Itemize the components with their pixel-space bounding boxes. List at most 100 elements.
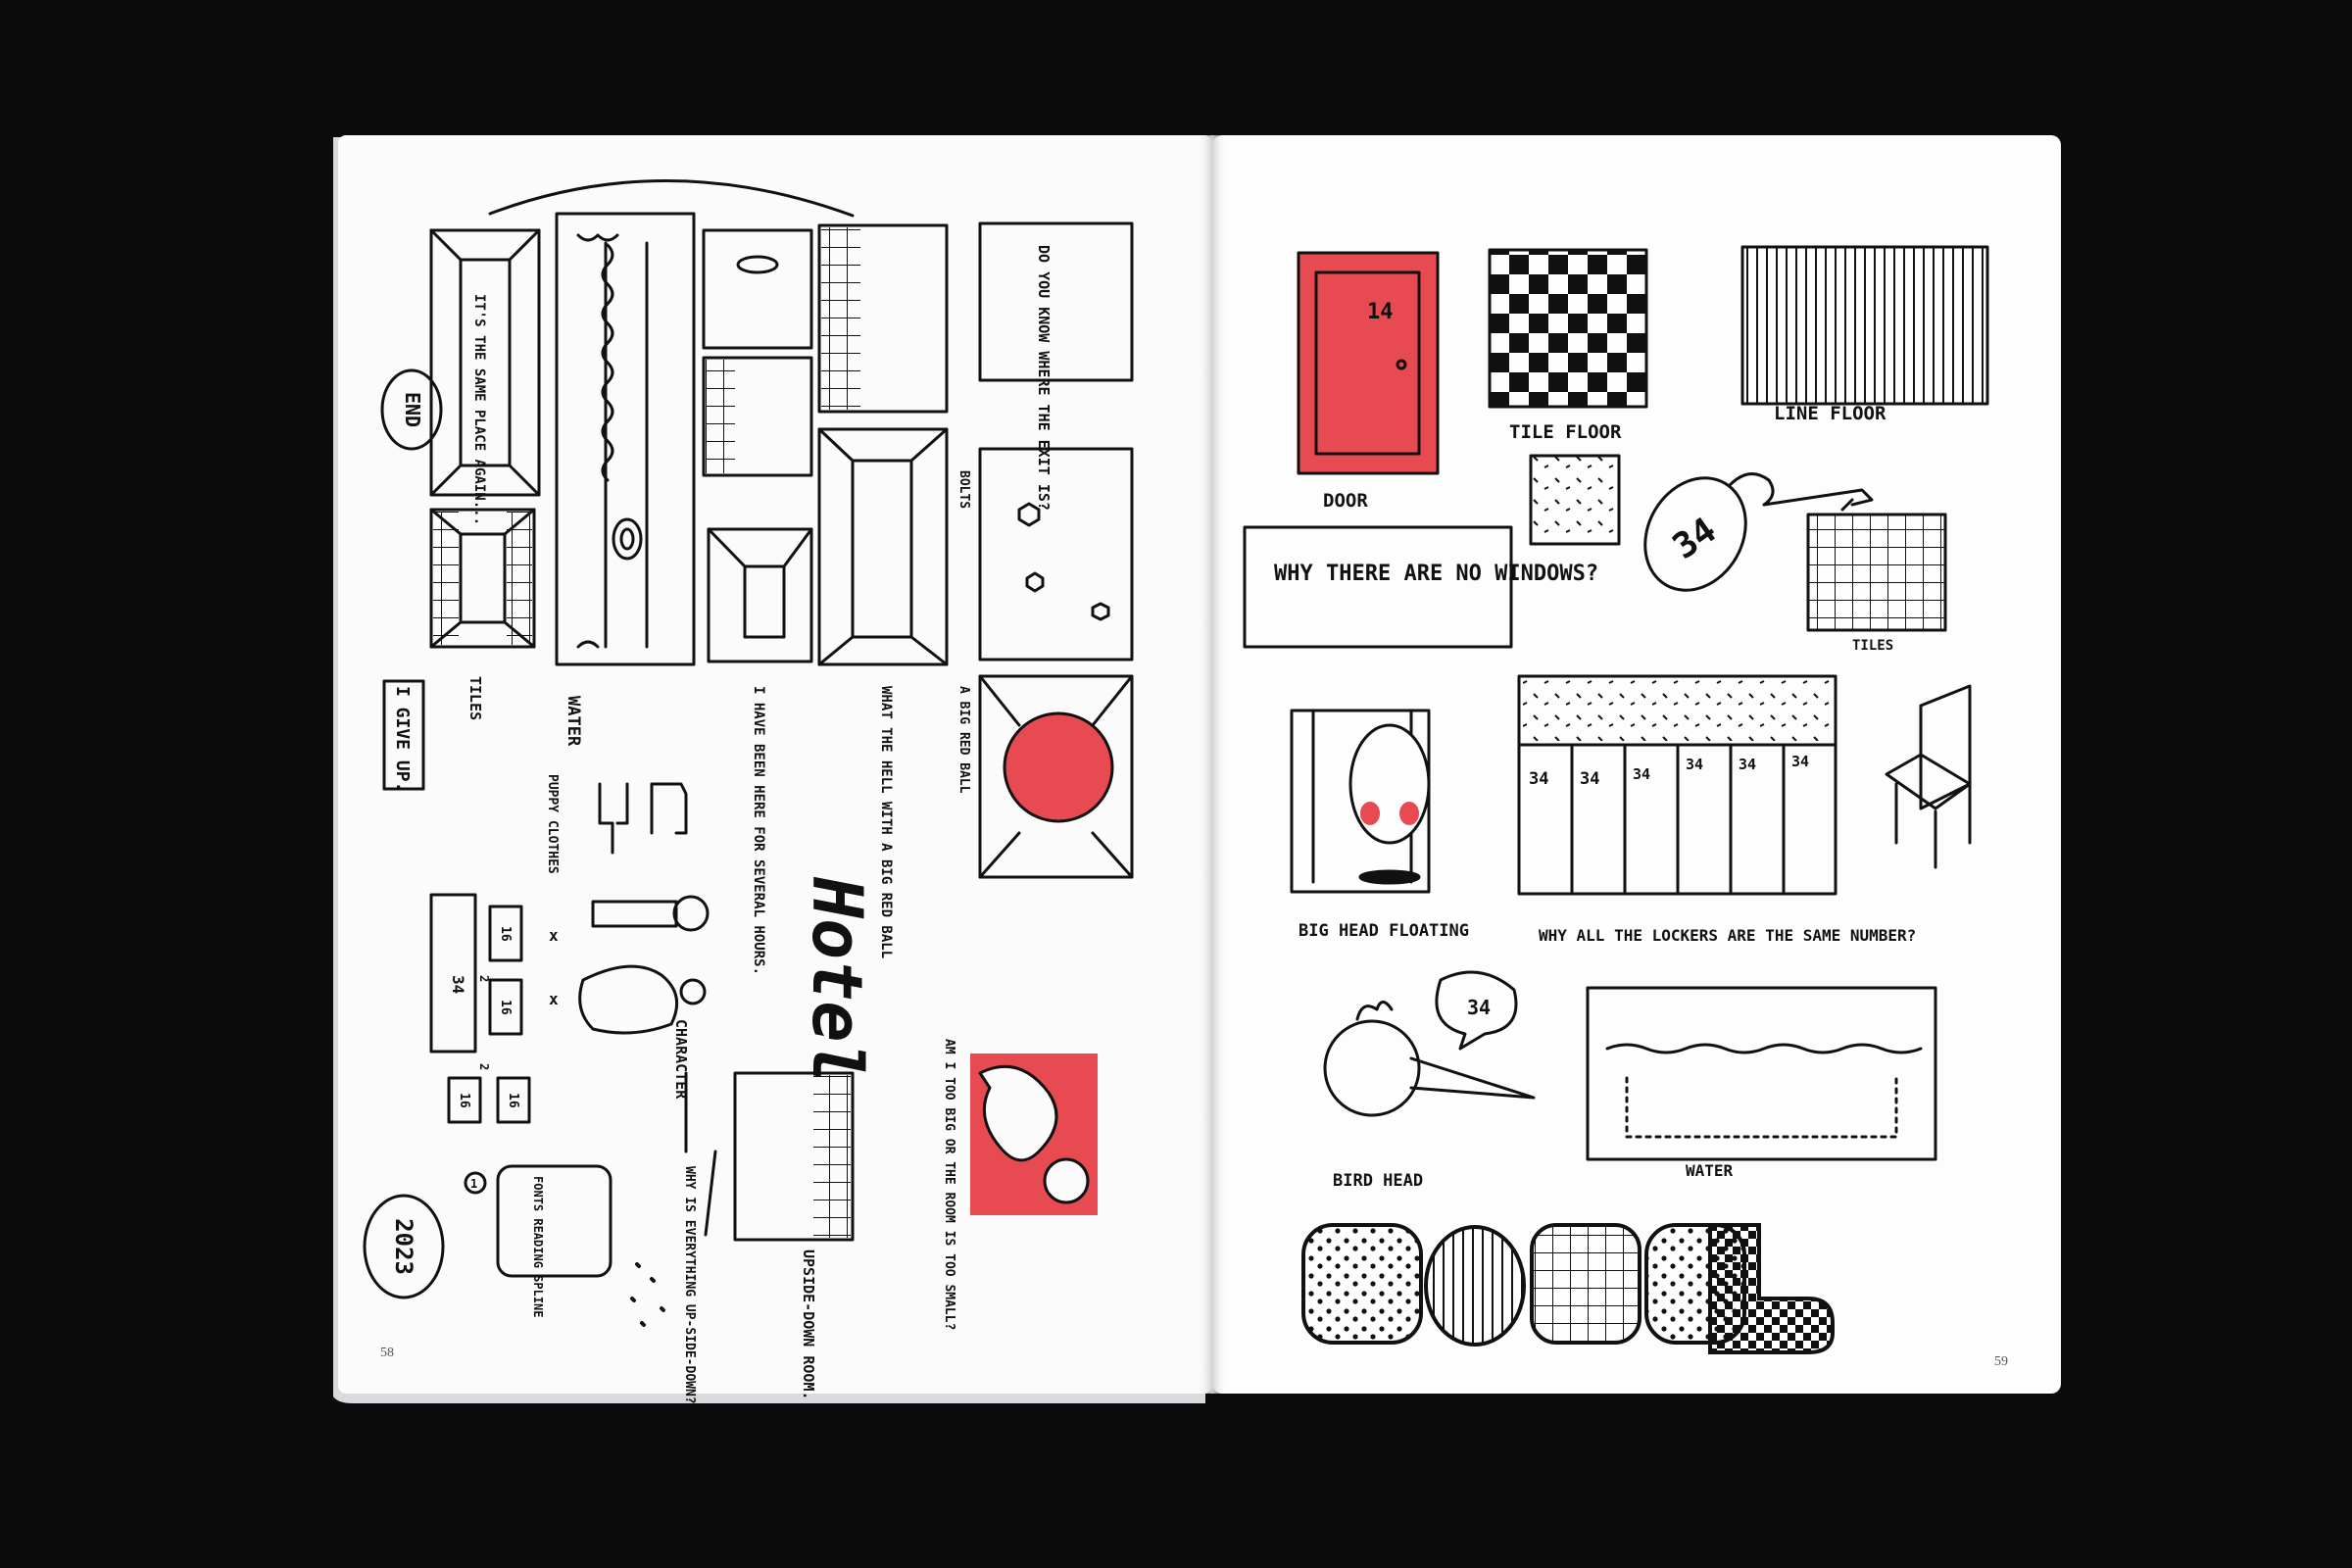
- door-16-c: [447, 1076, 482, 1124]
- locker-dividers: [1517, 743, 1838, 896]
- end-label: END: [401, 392, 424, 427]
- bolt-1: [1017, 502, 1041, 527]
- locker-label-1: 34: [1529, 769, 1548, 789]
- tiles-label-right: TILES: [1852, 638, 1893, 654]
- stair-room-lines: [817, 427, 949, 666]
- bird-speech-bubble: [1435, 970, 1518, 1051]
- big-head-blush-r: [1399, 802, 1419, 825]
- lockers-question: WHY ALL THE LOCKERS ARE THE SAME NUMBER?: [1539, 926, 1916, 945]
- door-34-label: 34: [449, 975, 467, 994]
- num-2-b: 2: [477, 1063, 491, 1070]
- letter-t: [1530, 1223, 1642, 1345]
- bolt-3: [1091, 602, 1110, 621]
- puppy-clothes-label: PUPPY CLOTHES: [545, 774, 560, 874]
- tile-floor-label: TILE FLOOR: [1509, 421, 1622, 443]
- key-tag: [1643, 476, 1747, 592]
- tile-floor-sketch: [1490, 250, 1646, 407]
- corridor-waves: [576, 233, 649, 649]
- upside-room-lines: [684, 1071, 717, 1237]
- character-blob: [578, 964, 679, 1035]
- end-oval: [380, 368, 443, 451]
- give-up-box: [382, 679, 425, 791]
- character-head: [672, 895, 710, 932]
- num-2-a: 2: [477, 975, 491, 982]
- key: [1728, 472, 1874, 512]
- door-illustration: [1297, 251, 1440, 475]
- door-16-label-c: 16: [457, 1093, 471, 1108]
- whirlpool-inner: [619, 527, 635, 551]
- door-room-lines: [707, 527, 813, 639]
- character-label: CHARACTER: [672, 1019, 690, 1100]
- locker-label-5: 34: [1739, 756, 1756, 773]
- year-label: 2023: [390, 1218, 417, 1275]
- speck-tile-sketch: [1529, 454, 1621, 546]
- panel-upside-down-room: [733, 1071, 855, 1242]
- water-tub-lines: [1625, 1076, 1898, 1139]
- panel-water-corridor: [555, 212, 696, 666]
- circle-1: [464, 1171, 487, 1195]
- curved-arrow: [488, 179, 855, 218]
- fonts-box: [496, 1164, 612, 1278]
- panel-tiled-room: [429, 508, 536, 649]
- tiles-label-left: TILES: [466, 676, 484, 720]
- panel-stair-room: [817, 427, 949, 666]
- panel-end-room: [429, 228, 541, 497]
- bird-feather: [1355, 1001, 1394, 1021]
- windows-question-text: WHY THERE ARE NO WINDOWS?: [1274, 562, 1598, 586]
- page-number-left: 58: [380, 1346, 394, 1360]
- bolts-label: BOLTS: [956, 470, 971, 509]
- upside-down-question: WHY IS EVERYTHING UP-SIDE-DOWN?: [682, 1166, 697, 1404]
- panel-end-perspective: [429, 228, 541, 497]
- bird-speech-label: 34: [1467, 996, 1491, 1019]
- tiled-room-grid: [433, 512, 459, 645]
- too-big-question: AM I TOO BIG OR THE ROOM IS TOO SMALL?: [942, 1039, 956, 1330]
- big-head-blush-l: [1360, 802, 1380, 825]
- door-16-label-d: 16: [506, 1093, 520, 1108]
- fonts-label: FONTS READING SPLINE: [531, 1176, 545, 1318]
- locker-label-6: 34: [1791, 753, 1809, 770]
- chair-sketch: [1885, 684, 1972, 869]
- hotel-bubble-letters: [1301, 1223, 1835, 1354]
- big-head: [1348, 723, 1431, 845]
- letter-l: [1708, 1223, 1835, 1354]
- exit-question: DO YOU KNOW WHERE THE EXIT IS?: [1035, 245, 1053, 511]
- grid-room-tiles: [706, 360, 735, 473]
- too-big-figure: [978, 1064, 1058, 1162]
- door-16-label-a: 16: [498, 926, 513, 942]
- hole: [736, 255, 779, 274]
- locker-label-3: 34: [1633, 765, 1650, 783]
- door-number-label: 14: [1367, 300, 1394, 324]
- bird-head-label: BIRD HEAD: [1333, 1171, 1423, 1191]
- give-up-label: I GIVE UP.: [392, 686, 413, 792]
- hotel-script: Hotel: [797, 876, 877, 1084]
- big-red-ball-label: A BIG RED BALL: [956, 686, 971, 794]
- red-ball-corners: [978, 674, 1134, 879]
- upside-down-room-label: UPSIDE-DOWN ROOM.: [800, 1250, 817, 1400]
- gutter: [1198, 135, 1227, 1394]
- locker-label-4: 34: [1686, 756, 1703, 773]
- grid-tiles-sketch: [1806, 513, 1947, 632]
- door-34-tall: [429, 893, 477, 1054]
- locker-label-2: 34: [1580, 769, 1599, 789]
- door-knob: [1396, 359, 1407, 370]
- character-rect: [591, 900, 678, 928]
- panel-red-ball: [978, 674, 1134, 879]
- windows-question-box: [1243, 525, 1513, 649]
- door-label: DOOR: [1323, 490, 1368, 512]
- door-16-label-b: 16: [498, 1000, 513, 1015]
- too-big-head: [1043, 1157, 1090, 1204]
- water-label-right: WATER: [1686, 1161, 1734, 1180]
- panel-door-room: [707, 527, 813, 663]
- water-surface: [1605, 1043, 1923, 1054]
- door-inner: [1314, 270, 1421, 456]
- several-hours-label: I HAVE BEEN HERE FOR SEVERAL HOURS.: [751, 686, 766, 975]
- locker-speckle: [1523, 680, 1832, 741]
- corner-room-grid: [821, 227, 860, 410]
- letter-o: [1424, 1225, 1526, 1347]
- x-mark-a: x: [549, 926, 559, 945]
- tile-floor-border: [1488, 248, 1648, 409]
- dots-cluster: [630, 1262, 665, 1327]
- big-head-label: BIG HEAD FLOATING: [1298, 921, 1469, 941]
- character-blob-head: [679, 978, 707, 1005]
